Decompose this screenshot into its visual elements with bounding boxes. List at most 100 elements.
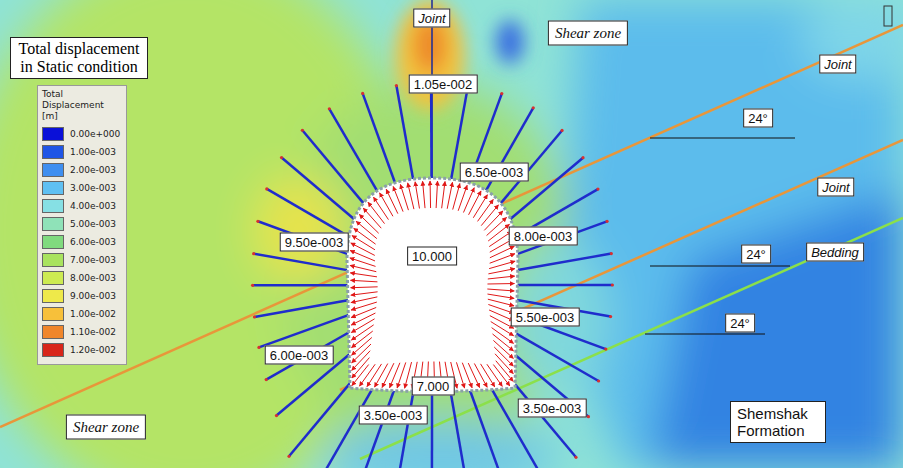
legend-swatch: [42, 343, 64, 357]
legend-text: 1.20e-002: [70, 345, 116, 355]
pressure-arrow: [350, 280, 377, 282]
pressure-arrow: [380, 193, 393, 216]
pressure-arrow: [487, 217, 507, 235]
pressure-arrow: [447, 182, 452, 208]
contour-zone: [560, 0, 903, 468]
label-text: 10.000: [412, 249, 452, 264]
pressure-arrow: [354, 228, 376, 244]
plot-title: Total displacement in Static condition: [10, 37, 148, 79]
value-label-box: 24°: [741, 245, 771, 264]
label-text: 24°: [730, 316, 750, 331]
pressure-arrow: [382, 363, 394, 387]
value-label-box: 8.00e-003: [509, 227, 578, 246]
bolt-head: [500, 92, 503, 95]
bolt-head: [587, 415, 590, 418]
tunnel-section: [347, 178, 518, 392]
pressure-arrow: [351, 243, 375, 255]
bolt-head: [328, 107, 331, 110]
bolt-head: [253, 315, 256, 318]
pressure-arrow: [350, 250, 375, 260]
angle-reference-line: [650, 138, 795, 139]
rock-bolt: [517, 284, 612, 287]
bolt-head: [265, 187, 268, 190]
pressure-arrow: [351, 292, 378, 295]
bolt-head: [251, 284, 254, 287]
bolt-head: [252, 252, 255, 255]
legend-row: 1.20e-002: [42, 342, 122, 358]
value-label-box: Bedding: [806, 243, 864, 262]
pressure-arrow: [469, 191, 481, 215]
pressure-arrow: [415, 182, 419, 209]
value-label-box: Shear zone: [66, 415, 146, 440]
pressure-arrow: [456, 362, 464, 388]
value-label-box: 3.50e-003: [359, 406, 428, 425]
rock-bolt: [397, 391, 413, 468]
pressure-arrow: [488, 299, 514, 306]
legend-text: 0.00e+000: [70, 129, 120, 139]
contour-hotspot: [395, 0, 524, 110]
pressure-arrow: [487, 294, 514, 298]
pressure-arrow: [352, 236, 375, 250]
rock-bolt: [430, 83, 433, 178]
label-text: 6.50e-003: [465, 165, 524, 180]
legend-row: 6.00e-003: [42, 234, 122, 250]
pressure-arrow: [359, 364, 375, 386]
bolt-head: [611, 283, 614, 286]
legend-row: 3.00e-003: [42, 180, 122, 196]
pressure-arrow: [363, 208, 381, 228]
pressure-arrow: [442, 181, 445, 208]
legend-row: 4.00e-003: [42, 198, 122, 214]
label-text: Bedding: [811, 245, 859, 260]
rock-bolt: [329, 109, 377, 191]
angle-reference-line: [650, 266, 790, 267]
legend-row: 0.00e+000: [42, 126, 122, 142]
legend-swatch: [42, 217, 64, 231]
bolt-head: [275, 414, 278, 417]
rock-bolt: [253, 284, 348, 287]
legend-row: 9.00e-003: [42, 288, 122, 304]
legend-heading: Total Displacement [m]: [42, 89, 112, 122]
pressure-arrow: [390, 363, 400, 388]
bolt-head: [287, 455, 290, 458]
pressure-arrow: [487, 289, 514, 291]
label-text: Shear zone: [73, 419, 139, 436]
contour-zone: [510, 240, 610, 400]
bolt-head: [395, 84, 398, 87]
support-pressure-arrows: [350, 181, 515, 388]
rock-bolt: [254, 300, 347, 317]
value-label-box: 24°: [725, 314, 755, 333]
pressure-arrow: [490, 246, 514, 257]
pressure-arrow: [350, 273, 377, 277]
rock-bolt: [289, 383, 350, 456]
legend-row: 7.00e-003: [42, 252, 122, 268]
legend-row: 2.00e-003: [42, 162, 122, 178]
label-text: Joint: [824, 57, 851, 72]
pressure-arrow: [474, 363, 487, 387]
pressure-arrow: [408, 183, 414, 209]
pressure-arrow: [463, 188, 474, 213]
pressure-arrow: [373, 197, 388, 219]
pressure-arrow: [453, 184, 460, 210]
rock-bolt: [362, 391, 394, 468]
legend-swatch: [42, 163, 64, 177]
pressure-arrow: [430, 181, 432, 208]
bolt-head: [581, 156, 584, 159]
rock-bolt: [267, 189, 349, 237]
value-label-box: 24°: [743, 109, 773, 128]
value-label-box: 5.50e-003: [511, 308, 580, 327]
legend-text: 2.00e-003: [70, 165, 116, 175]
pressure-arrow: [367, 364, 382, 387]
value-label-box: 10.000: [407, 247, 457, 266]
legend-text: 1.10e-002: [70, 327, 116, 337]
label-text: 7.000: [417, 379, 450, 394]
value-label-box: Joint: [819, 55, 856, 74]
label-text: 5.50e-003: [516, 310, 575, 325]
pressure-arrow: [351, 302, 377, 310]
value-label-box: 6.00e-003: [265, 346, 334, 365]
legend-swatch: [42, 253, 64, 267]
value-label-box: 9.50e-003: [280, 233, 349, 252]
label-text: Joint: [418, 11, 445, 26]
pressure-arrow: [487, 364, 502, 386]
bolt-head: [604, 347, 607, 350]
pressure-arrow: [356, 221, 377, 238]
